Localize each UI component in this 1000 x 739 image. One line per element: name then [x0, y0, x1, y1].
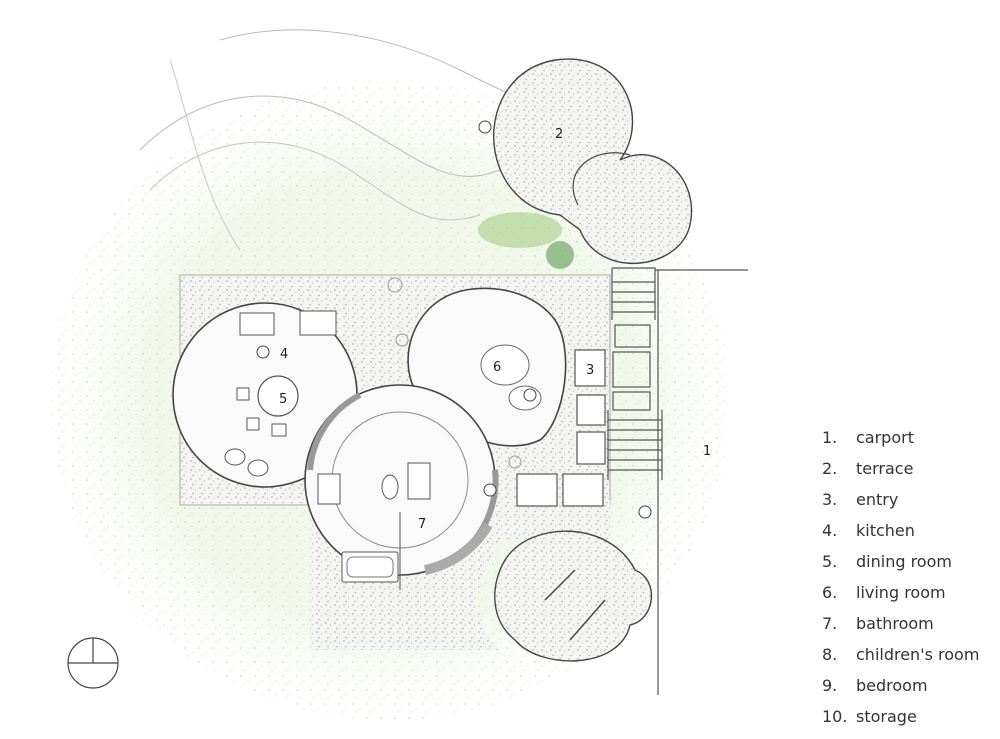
- legend-item: 6.living room: [822, 583, 946, 602]
- plan-label-dining: 5: [279, 392, 287, 407]
- person-icon: [256, 120, 652, 519]
- legend-item: 7.bathroom: [822, 614, 934, 633]
- plan-label-living: 6: [493, 360, 501, 375]
- plan-label-bathroom: 7: [418, 517, 426, 532]
- plan-label-entry: 3: [586, 363, 594, 378]
- tree-icon: [387, 212, 574, 469]
- legend-item: 9.bedroom: [822, 676, 928, 695]
- plan-label-terrace: 2: [555, 127, 563, 142]
- legend-item: 5.dining room: [822, 552, 952, 571]
- central-volume: [304, 384, 499, 590]
- legend-item: 3.entry: [822, 490, 899, 509]
- kitchen-dining-volume: [172, 302, 358, 488]
- legend-item: 8.children's room: [822, 645, 980, 664]
- carport-structure: [607, 267, 748, 695]
- legend-item: 4.kitchen: [822, 521, 915, 540]
- legend-item: 10.storage: [822, 707, 917, 726]
- plan-label-carport: 1: [703, 444, 711, 459]
- terrace: [493, 58, 693, 264]
- legend-item: 1.carport: [822, 428, 914, 447]
- plan-label-kitchen: 4: [280, 347, 288, 362]
- north-arrow-icon: [67, 637, 119, 689]
- legend-item: 2.terrace: [822, 459, 914, 478]
- room-legend: 1.carport 2.terrace 3.entry 4.kitchen 5.…: [822, 426, 979, 736]
- entry-pavers: [516, 349, 606, 507]
- play-area: [494, 530, 652, 662]
